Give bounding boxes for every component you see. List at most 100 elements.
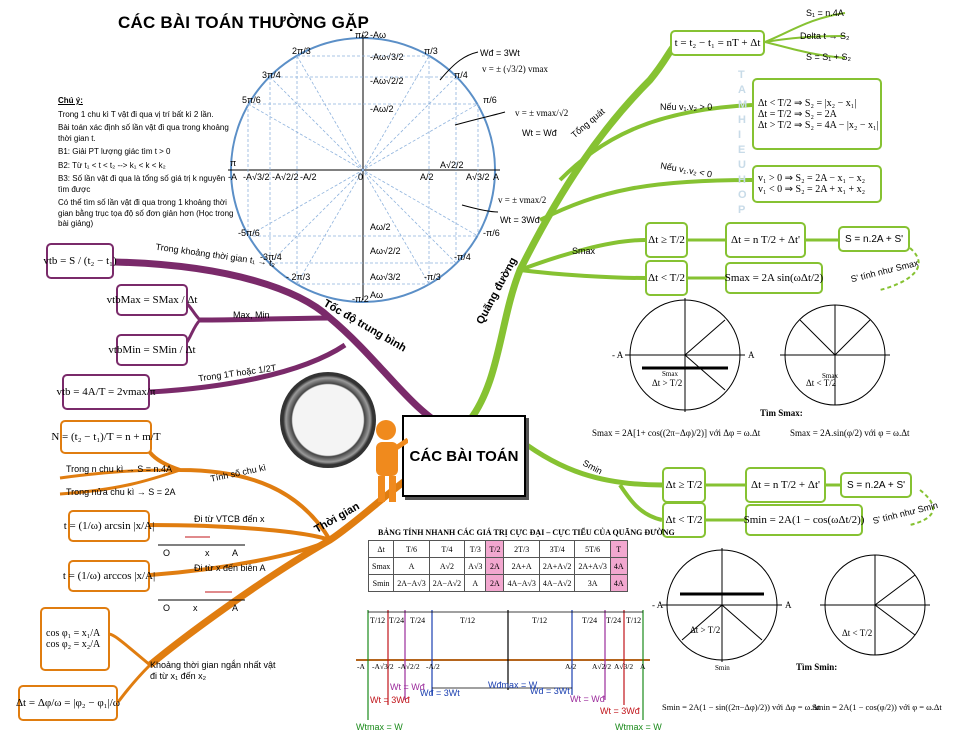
table-cell: 2A−A√2 bbox=[428, 574, 466, 592]
table-row: Smin 2A−A√3 2A−A√2 A 2A 4A−A√3 4A−A√2 3A… bbox=[367, 574, 628, 592]
smax-cond-lt: Δt < T/2 bbox=[645, 260, 688, 296]
table-cell: 4A bbox=[609, 574, 628, 592]
half-cycle-text: Trong nửa chu kì → S = 2A bbox=[66, 487, 176, 497]
table-cell: 3A bbox=[574, 574, 611, 592]
angle-label: π/6 bbox=[483, 95, 497, 105]
angle-label: -π/4 bbox=[454, 252, 471, 262]
v-label: Aω√2/2 bbox=[370, 246, 401, 256]
table-cell: Δt bbox=[367, 540, 395, 558]
table-row: Δt T/6 T/4 T/3 T/2 2T/3 3T/4 5T/6 T bbox=[367, 540, 628, 558]
axis2-a: A bbox=[232, 603, 239, 613]
angle-label: - 2π/3 bbox=[286, 272, 311, 282]
axis1-a: A bbox=[232, 548, 239, 558]
axis-energy: Wt = 3Wđ bbox=[600, 706, 640, 716]
axis-top: T/24 bbox=[606, 616, 622, 625]
angle-label: -π/2 bbox=[352, 294, 369, 304]
neg-case: v₁ < 0 ⇒ S₂ = 2A + x₁ + x₂ bbox=[758, 184, 866, 195]
table-cell: 2A bbox=[485, 574, 505, 592]
shortest-time-label: Khoảng thời gian ngắn nhất vật đi từ x₁ … bbox=[150, 660, 276, 681]
v-label: -Aω/2 bbox=[370, 104, 394, 114]
speedometer-icon bbox=[280, 372, 376, 468]
circ-gt-label: Δt > T/2 bbox=[652, 378, 683, 388]
table-cell: 2A bbox=[485, 557, 505, 575]
smax-formula-1: Smax = 2A[1+ cos((2π−Δφ)/2)] với Δφ = ω.… bbox=[592, 428, 761, 438]
axis-x: -A√3/2 bbox=[372, 662, 394, 671]
note-line: B3: Số lần vật đi qua là tổng số giá trị… bbox=[58, 174, 226, 194]
table-cell: 5T/6 bbox=[574, 540, 611, 558]
table-cell: T/3 bbox=[464, 540, 487, 558]
angle-label: 2π/3 bbox=[292, 46, 311, 56]
v-label: Aω/2 bbox=[370, 222, 391, 232]
angle-label: -π/6 bbox=[483, 228, 500, 238]
smin-circles bbox=[662, 548, 930, 662]
smin-formula-2: Smin = 2A(1 − cos(φ/2)) với φ = ω.Δt bbox=[812, 702, 942, 712]
x-label: A√3/2 bbox=[466, 172, 490, 182]
smax-cond-ge: Δt ≥ T/2 bbox=[645, 222, 688, 258]
table-cell: T/6 bbox=[393, 540, 430, 558]
note-line: Trong 1 chu kì T vật đi qua vị trí bất k… bbox=[58, 109, 214, 119]
speed-sub-period bbox=[149, 342, 347, 395]
table-cell: A bbox=[393, 557, 430, 575]
angle-label: π/3 bbox=[424, 46, 438, 56]
axis-x: -A/2 bbox=[426, 662, 440, 671]
circ-lt-label-2: Δt < T/2 bbox=[842, 628, 873, 638]
notes-panel: Chú ý: Trong 1 chu kì T vật đi qua vị tr… bbox=[58, 96, 238, 233]
center-node: CÁC BÀI TOÁN bbox=[402, 415, 526, 497]
smax-dt-formula: Δt = n T/2 + Δt' bbox=[725, 222, 806, 258]
axis1-x: x bbox=[205, 548, 210, 558]
vtb-min-formula: vtbMin = SMin / Δt bbox=[108, 334, 196, 366]
table-cell: A bbox=[464, 574, 487, 592]
table-cell: 4A−A√3 bbox=[503, 574, 540, 592]
table-cell: 2A+A√3 bbox=[574, 557, 611, 575]
smin-cond-ge: Δt ≥ T/2 bbox=[662, 467, 706, 503]
angle-label: π bbox=[230, 158, 237, 168]
delta-t-formula: Δt = Δφ/ω = |φ₂ − φ₁|/ω bbox=[16, 685, 120, 721]
vertical-watermark: TAMHIEUHOP bbox=[738, 69, 748, 216]
v-label: Aω√3/2 bbox=[370, 272, 401, 282]
plus-a-label: A bbox=[748, 350, 755, 360]
smin-dt-formula: Δt = n T/2 + Δt' bbox=[745, 467, 826, 503]
neg-cases-box: v₁ > 0 ⇒ S₂ = 2A − x₁ − x₂ v₁ < 0 ⇒ S₂ =… bbox=[752, 165, 882, 203]
n-cycles-text: Trong n chu kì → S = n.4A bbox=[66, 464, 172, 474]
axis-top: T/12 bbox=[532, 616, 548, 625]
energy-anno: Wt = 3Wđ bbox=[500, 215, 540, 225]
bien-label: Đi từ x đến biên A bbox=[194, 563, 266, 573]
page-title: CÁC BÀI TOÁN THƯỜNG GẶP bbox=[118, 13, 370, 32]
axis-x: -A√2/2 bbox=[398, 662, 420, 671]
axis-energy-max: Wtmax = W bbox=[615, 722, 662, 732]
axis-energy: Wđ = 3Wt bbox=[530, 686, 570, 696]
smax-segment-label: Smax bbox=[662, 370, 678, 378]
smin-formula-1: Smin = 2A(1 − sin((2π−Δφ)/2)) với Δφ = ω… bbox=[662, 702, 821, 712]
minus-a-label: - A bbox=[612, 350, 624, 360]
axis-energy: Wt = Wđ bbox=[390, 682, 425, 692]
axis-energy: Wt = Wđ bbox=[570, 694, 605, 704]
speed-maxmin-label: Max, Min bbox=[233, 310, 270, 320]
cos-system: cos φ₁ = x₁/A cos φ₂ = x₂/A bbox=[40, 607, 110, 671]
number-axis bbox=[356, 610, 650, 720]
x-label: A√2/2 bbox=[440, 160, 464, 170]
x-label: A bbox=[493, 172, 500, 182]
vtb-period-formula: vtb = 4A/T = 2vmax/π bbox=[56, 374, 156, 410]
notes-heading: Chú ý: bbox=[58, 96, 83, 105]
table-cell: Smax bbox=[367, 557, 395, 575]
cos2-formula: cos φ₂ = x₂/A bbox=[46, 639, 101, 650]
table-cell: T/4 bbox=[428, 540, 466, 558]
energy-anno: Wt = Wđ bbox=[522, 128, 557, 138]
x-label: -A√2/2 bbox=[272, 172, 299, 182]
tim-smin-caption: Tìm Smin: bbox=[796, 662, 838, 672]
axis-top: T/12 bbox=[370, 616, 386, 625]
table-row: Smax A A√2 A√3 2A 2A+A 2A+A√2 2A+A√3 4A bbox=[367, 557, 628, 575]
cycle-count-formula: N = (t₂ − t₁)/T = n + m/T bbox=[51, 420, 161, 454]
smax-label: Smax bbox=[572, 246, 596, 256]
pos-case: Δt = T/2 ⇒ S₂ = 2A bbox=[758, 108, 837, 120]
vtcb-label: Đi từ VTCB đến x bbox=[194, 514, 265, 524]
vtb-max-formula: vtbMax = SMax / Δt bbox=[107, 284, 197, 316]
note-line: Có thể tìm số lần vật đi qua trong 1 kho… bbox=[58, 198, 234, 228]
table-cell: 2A+A√2 bbox=[538, 557, 576, 575]
axis1-o: O bbox=[163, 548, 171, 558]
smax-sin-formula: Smax = 2A sin(ωΔt/2) bbox=[725, 262, 823, 294]
x-label: -A bbox=[228, 172, 237, 182]
velocity-anno: v = ± vmax/2 bbox=[498, 195, 547, 205]
table-cell: 2A−A√3 bbox=[393, 574, 430, 592]
smin-cond-lt: Δt < T/2 bbox=[662, 502, 706, 538]
